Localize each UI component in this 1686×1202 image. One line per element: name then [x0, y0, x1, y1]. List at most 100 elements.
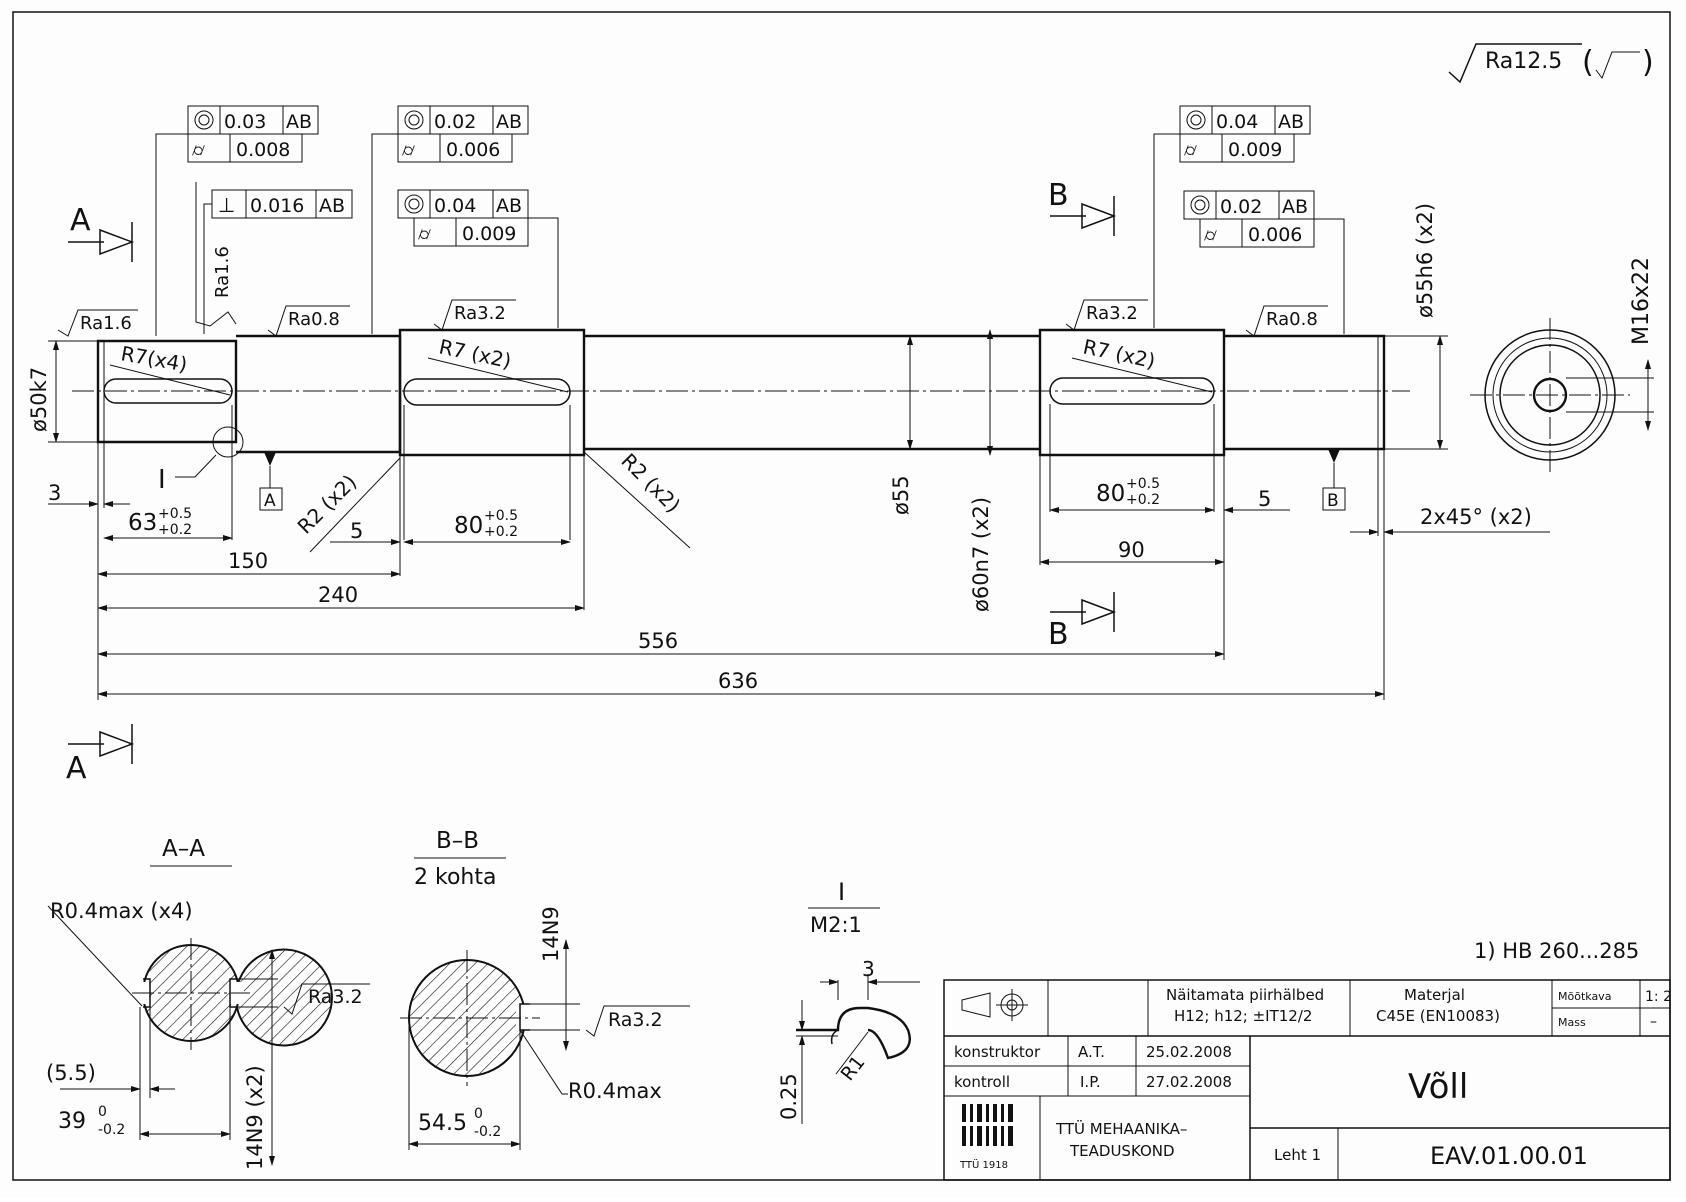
tolerance-frame-5: 0.04 AB ⌭ 0.009 — [1153, 105, 1311, 328]
general-roughness-symbol: Ra12.5 ( ) — [1448, 43, 1654, 84]
shaft-main-view — [72, 328, 1410, 458]
roughness-r6: Ra0.8 — [1266, 309, 1318, 330]
dim-d55: ø55 — [889, 475, 913, 515]
dim-r7x2-left: R7 (x2) — [437, 334, 514, 373]
tol-5-datum: AB — [1278, 111, 1304, 133]
tb-org-line1: TTÜ MEHAANIKA– — [1055, 1119, 1187, 1138]
detail-i-r1: R1 — [837, 1052, 870, 1085]
dim-r7x4: R7(x4) — [119, 341, 189, 376]
tb-part-name: Võll — [1408, 1067, 1468, 1107]
section-a-label-bottom: A — [66, 751, 87, 786]
dim-90: 90 — [1118, 538, 1145, 562]
section-markers: A A B B I — [66, 178, 1117, 786]
tol-6-value: 0.02 — [1220, 196, 1262, 218]
tol-4-value: 0.04 — [434, 195, 476, 217]
tol-4-datum: AB — [496, 195, 522, 217]
tol-2-value: 0.016 — [250, 195, 304, 217]
aa-39-upper: 0 — [98, 1104, 107, 1120]
tolerance-frame-3: 0.02 AB ⌭ 0.006 — [371, 105, 529, 334]
tb-mass-label: Mass — [1558, 1016, 1586, 1029]
shaft-journal-right — [1224, 334, 1386, 451]
tol-1-datum: AB — [286, 111, 312, 133]
keyway-right — [1049, 377, 1215, 405]
dim-d60n7: ø60n7 (x2) — [969, 497, 993, 612]
tb-scale-value: 1: 2 — [1645, 989, 1672, 1005]
shaft-journal-left — [96, 339, 238, 444]
detail-i-title: I — [838, 878, 845, 906]
tb-material-label: Materjal — [1404, 986, 1465, 1004]
tb-untoleranced-label: Näitamata piirhälbed — [1166, 986, 1324, 1004]
tb-designer-name: A.T. — [1078, 1043, 1105, 1061]
roughness-r1: Ra1.6 — [80, 313, 132, 334]
tb-checker-date: 27.02.2008 — [1146, 1073, 1232, 1091]
dim-63: 63 — [128, 510, 157, 536]
dim-80-right: 80 — [1096, 481, 1125, 507]
hardness-note: 1) HB 260...285 — [1474, 939, 1639, 963]
dim-80-left-upper: +0.5 — [484, 508, 518, 524]
section-b-b: B–B 2 kohta 14N9 Ra3.2 R0.4max 54.5 0 -0… — [400, 828, 690, 1150]
dim-150: 150 — [228, 549, 268, 573]
svg-text:⌭: ⌭ — [402, 140, 415, 161]
tb-designer-label: konstruktor — [954, 1043, 1041, 1061]
section-b-label-bottom: B — [1048, 617, 1069, 652]
cylindricity-icon: ⌭ — [192, 140, 205, 161]
roughness-symbols: Ra1.6 Ra1.6 Ra0.8 Ra3.2 Ra3.2 Ra0.8 — [57, 182, 1328, 337]
dim-r7x2-right: R7 (x2) — [1081, 334, 1158, 373]
projection-symbol-icon — [961, 989, 1028, 1021]
aa-r04: R0.4max (x4) — [50, 899, 193, 923]
datum-b: B — [1327, 491, 1339, 511]
tol-2-datum: AB — [319, 195, 345, 217]
tol-5-value: 0.04 — [1216, 111, 1258, 133]
aa-5-5: (5.5) — [46, 1061, 96, 1085]
dim-80-right-upper: +0.5 — [1126, 476, 1160, 492]
title-block: Näitamata piirhälbed H12; h12; ±IT12/2 M… — [943, 979, 1672, 1181]
dim-80-left-lower: +0.2 — [484, 524, 518, 540]
tb-material-value: C45E (EN10083) — [1376, 1007, 1500, 1025]
svg-text:⌭: ⌭ — [1184, 140, 1197, 161]
section-b-label-top: B — [1048, 178, 1069, 213]
shaft-bearing-seat-left — [236, 334, 402, 454]
roughness-r8: Ra3.2 — [608, 1009, 663, 1031]
bb-r04: R0.4max — [568, 1079, 662, 1103]
detail-i-0-25: 0.25 — [777, 1073, 801, 1120]
tb-untoleranced-value: H12; h12; ±IT12/2 — [1174, 1007, 1312, 1025]
section-a-a: A–A R0.4max (x4) (5.5) 39 0 -0.2 14N9 (x… — [46, 836, 370, 1170]
bb-54-5-upper: 0 — [474, 1106, 483, 1122]
dim-r2x2-right: R2 (x2) — [616, 449, 685, 518]
keyway-middle — [403, 378, 571, 406]
tolerance-frame-6: 0.02 AB ⌭ 0.006 — [1183, 190, 1345, 334]
dim-63-upper: +0.5 — [158, 506, 192, 522]
bb-14n9: 14N9 — [539, 906, 563, 962]
shaft-end-view: M16x22 — [1470, 257, 1654, 472]
tol-5-cyl: 0.009 — [1228, 139, 1282, 161]
tolerance-frame-4: 0.04 AB ⌭ 0.009 — [397, 189, 559, 328]
dim-556: 556 — [638, 629, 678, 653]
datum-a: A — [264, 491, 276, 511]
detail-i-circle — [212, 426, 244, 458]
dim-5-right: 5 — [1258, 487, 1271, 511]
detail-i-3: 3 — [862, 957, 875, 981]
svg-text:⌭: ⌭ — [418, 224, 431, 245]
datum-markers: A B — [259, 449, 1346, 511]
bb-54-5: 54.5 — [418, 1111, 467, 1136]
dim-chamfer: 2x45° (x2) — [1420, 505, 1532, 529]
detail-i-scale: M2:1 — [810, 913, 862, 937]
tb-checker-name: I.P. — [1080, 1073, 1101, 1091]
roughness-r4: Ra3.2 — [454, 303, 506, 324]
sheet-border — [12, 11, 1671, 1181]
dim-80-left: 80 — [454, 513, 483, 539]
dim-d50k7: ø50k7 — [27, 367, 51, 432]
tolerance-frame-2: ⊥ 0.016 AB — [203, 189, 353, 334]
dim-240: 240 — [318, 583, 358, 607]
general-roughness-text: Ra12.5 — [1485, 49, 1562, 74]
tol-4-cyl: 0.009 — [462, 223, 516, 245]
bb-54-5-lower: -0.2 — [474, 1124, 501, 1140]
dim-d55h6: ø55h6 (x2) — [1413, 203, 1437, 318]
section-bb-title: B–B — [436, 828, 479, 854]
detail-i-label: I — [158, 465, 166, 495]
aa-39-lower: -0.2 — [98, 1122, 125, 1138]
dim-80-right-lower: +0.2 — [1126, 492, 1160, 508]
tb-sheet-label: Leht 1 — [1274, 1146, 1321, 1164]
